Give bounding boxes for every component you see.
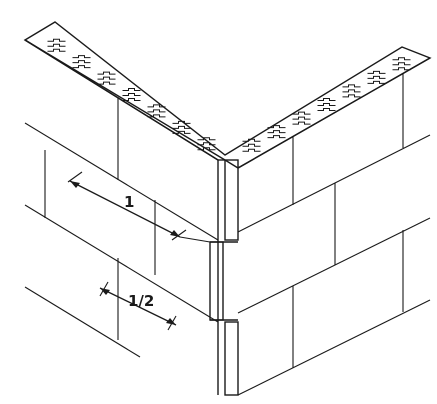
- mortar-mark: [267, 125, 286, 129]
- mortar-mark: [47, 48, 66, 52]
- mortar-mark: [172, 120, 191, 124]
- dimension-half-block: 1/2: [99, 281, 177, 331]
- mortar-mark: [392, 57, 411, 61]
- right-wall-face: [237, 57, 431, 169]
- mortar-mark: [342, 94, 361, 98]
- dimension-full-block: 1: [67, 171, 211, 243]
- mortar-mark: [317, 98, 336, 101]
- mortar-mark: [122, 93, 141, 96]
- mortar-pattern-right: [242, 57, 411, 152]
- mortar-mark: [72, 60, 91, 64]
- mortar-mark: [342, 89, 361, 93]
- left-wall-courses: [24, 97, 219, 358]
- mortar-mark: [317, 103, 336, 106]
- mortar-mark: [197, 137, 216, 141]
- top-surface: [23, 21, 432, 169]
- mortar-mark: [147, 104, 166, 108]
- mortar-mark: [242, 143, 261, 147]
- mortar-mark: [392, 62, 411, 66]
- mortar-mark: [47, 43, 66, 47]
- mortar-mark: [72, 65, 91, 69]
- mortar-mark: [122, 88, 141, 91]
- left-wall-top-edge: [24, 39, 219, 161]
- mortar-mark: [242, 138, 261, 142]
- corner-block-ends: [209, 159, 239, 396]
- mortar-mark: [97, 76, 116, 80]
- mortar-mark: [367, 80, 386, 84]
- mortar-mark: [317, 108, 336, 111]
- mortar-mark: [292, 116, 311, 120]
- mortar-pattern-left: [47, 38, 216, 151]
- mortar-mark: [292, 121, 311, 125]
- mortar-mark: [367, 75, 386, 79]
- mortar-mark: [197, 142, 216, 146]
- mortar-mark: [392, 67, 411, 71]
- mortar-mark: [72, 55, 91, 59]
- mortar-mark: [172, 125, 191, 129]
- right-wall-courses: [237, 73, 431, 396]
- mortar-mark: [242, 148, 261, 152]
- mortar-mark: [97, 81, 116, 85]
- mortar-mark: [292, 111, 311, 115]
- left-wall-face: [24, 39, 219, 395]
- mortar-mark: [267, 135, 286, 139]
- dimension-label-full: 1: [124, 193, 134, 211]
- mortar-mark: [97, 71, 116, 75]
- mortar-mark: [147, 109, 166, 113]
- mortar-mark: [267, 130, 286, 134]
- mortar-mark: [172, 130, 191, 134]
- mortar-mark: [122, 98, 141, 101]
- mortar-mark: [47, 38, 66, 42]
- mortar-mark: [367, 70, 386, 74]
- mortar-mark: [147, 114, 166, 118]
- dimension-label-half: 1/2: [128, 292, 154, 310]
- mortar-mark: [342, 84, 361, 88]
